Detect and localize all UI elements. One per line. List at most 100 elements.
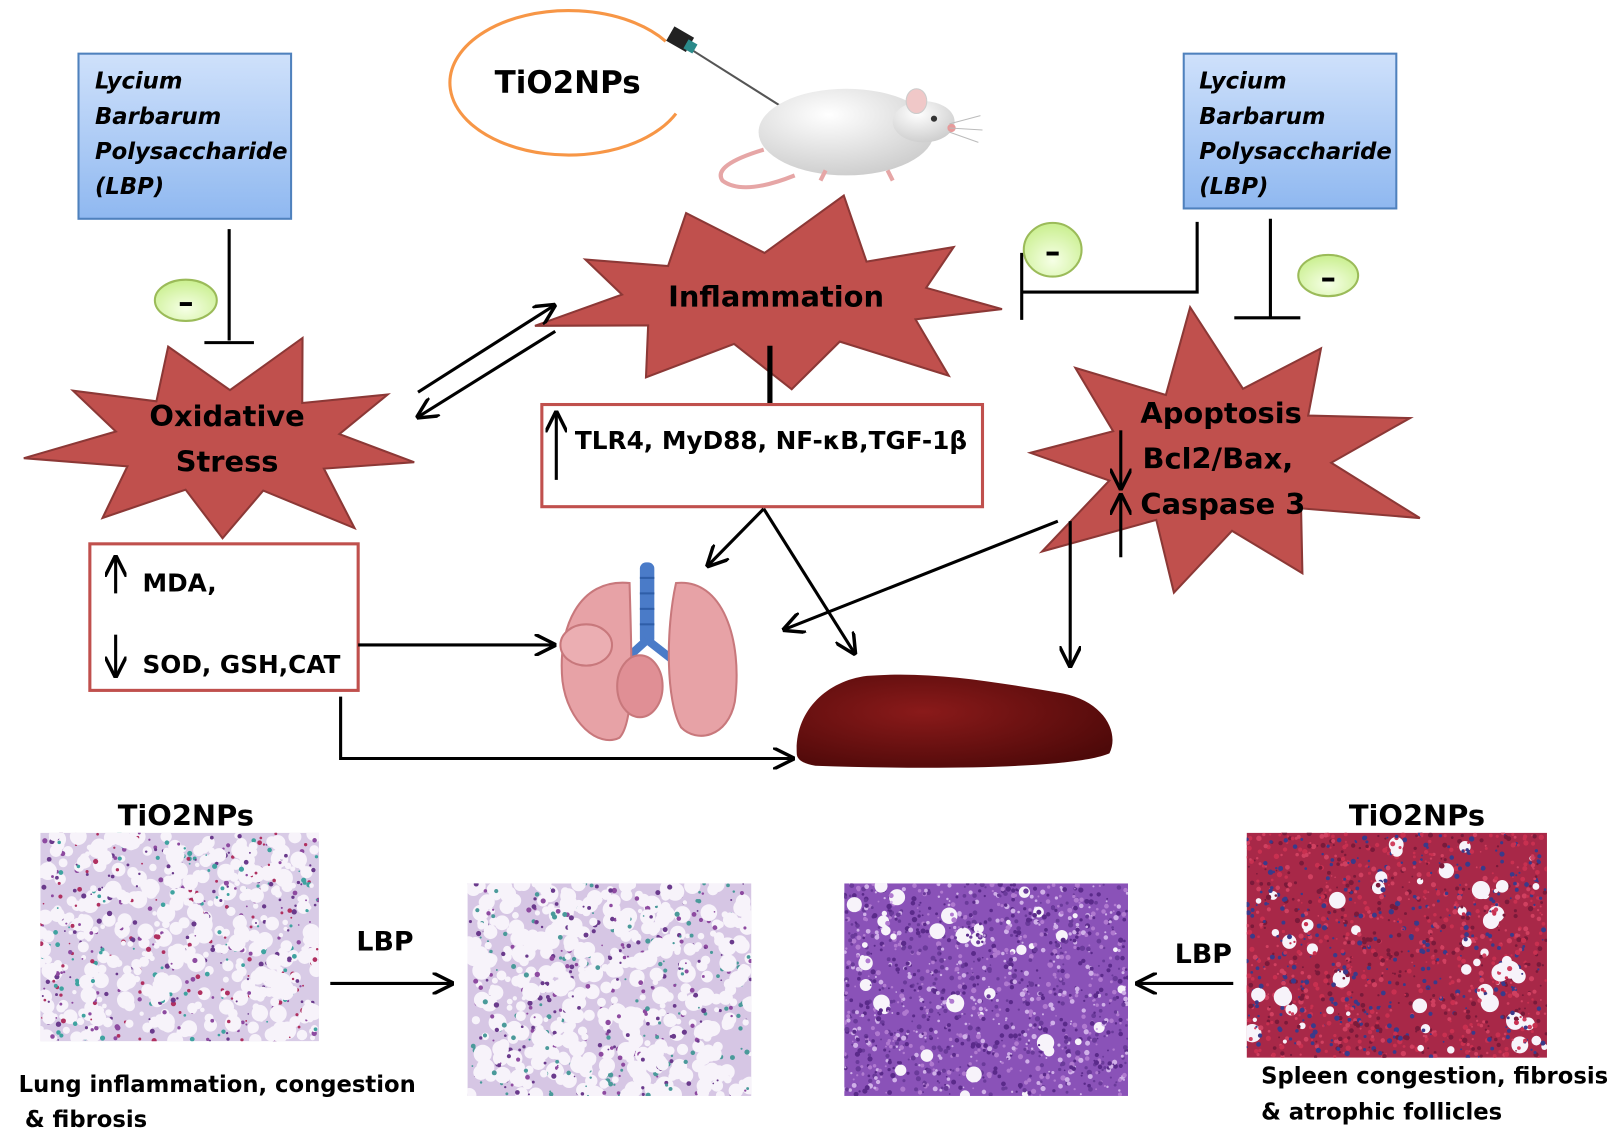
tissue-texture (1118, 1028, 1122, 1032)
tissue-texture (550, 1020, 565, 1035)
tissue-texture (1021, 1090, 1029, 1096)
tissue-texture (1443, 888, 1447, 891)
tissue-texture (1003, 959, 1007, 963)
tissue-texture (313, 935, 319, 945)
tissue-texture (1300, 970, 1305, 975)
tissue-texture (528, 1038, 531, 1041)
tissue-texture (1408, 881, 1411, 884)
tissue-texture (1404, 993, 1407, 996)
tissue-texture (1480, 934, 1485, 939)
tissue-texture (511, 944, 530, 963)
tissue-texture (1283, 838, 1288, 843)
tissue-texture (730, 1014, 733, 1018)
tissue-texture (1404, 970, 1407, 973)
tissue-texture (1026, 1050, 1031, 1055)
tissue-texture (1051, 883, 1056, 887)
tissue-texture (110, 874, 115, 879)
tissue-texture (1023, 907, 1027, 911)
tissue-texture (1090, 951, 1093, 955)
tissue-texture (697, 932, 705, 940)
tissue-texture (1386, 948, 1391, 953)
tissue-texture (90, 959, 95, 964)
tissue-texture (1335, 961, 1342, 968)
tissue-texture (506, 1054, 511, 1059)
tissue-texture (1397, 1001, 1400, 1004)
tissue-texture (905, 961, 910, 966)
tissue-texture (1463, 1009, 1467, 1013)
tissue-texture (1088, 1031, 1092, 1035)
tissue-texture (245, 1023, 248, 1026)
tissue-texture (1294, 908, 1299, 913)
tissue-texture (1377, 994, 1380, 997)
tissue-texture (1273, 853, 1280, 860)
tissue-texture (222, 960, 234, 972)
tissue-texture (555, 1059, 559, 1064)
tissue-texture (1252, 954, 1258, 960)
tissue-texture (1073, 897, 1079, 903)
tissue-texture (1411, 875, 1414, 878)
tissue-texture (1431, 940, 1437, 946)
tissue-texture (1479, 838, 1484, 843)
tissue-texture (876, 933, 880, 937)
tissue-texture (491, 914, 496, 919)
tissue-texture (1029, 894, 1034, 899)
tissue-texture (948, 1037, 953, 1042)
tissue-texture (210, 947, 216, 953)
tissue-texture (1534, 875, 1538, 879)
tissue-texture (1449, 855, 1455, 860)
tissue-texture (245, 905, 248, 908)
tissue-texture (1543, 888, 1547, 891)
tissue-texture (245, 873, 248, 877)
tissue-texture (1443, 1011, 1448, 1015)
tissue-texture (1060, 1001, 1065, 1006)
tissue-texture (492, 908, 495, 911)
tissue-texture (1439, 916, 1442, 919)
tissue-texture (748, 977, 752, 982)
tissue-texture (1424, 897, 1427, 900)
tissue-texture (924, 1036, 927, 1039)
tissue-texture (1052, 948, 1058, 955)
tissue-texture (230, 858, 242, 870)
oxidative-stress-label: Oxidative (149, 399, 304, 433)
tissue-texture (878, 1008, 883, 1013)
tissue-texture (102, 1017, 113, 1028)
tissue-texture (654, 905, 658, 909)
tissue-texture (1025, 1059, 1030, 1064)
tissue-texture (1450, 999, 1456, 1006)
tissue-texture (1012, 1033, 1018, 1039)
tissue-texture (1053, 924, 1059, 930)
tissue-texture (160, 902, 166, 907)
tissue-texture (937, 951, 942, 956)
tissue-texture (187, 1002, 198, 1014)
tissue-texture (970, 1055, 973, 1058)
tissue-texture (973, 923, 984, 934)
tissue-texture (916, 982, 919, 985)
tissue-texture (945, 967, 949, 971)
tissue-texture (640, 909, 656, 925)
tissue-texture (226, 1037, 230, 1041)
tissue-texture (1093, 993, 1099, 999)
tissue-texture (170, 890, 175, 895)
tissue-texture (923, 1084, 926, 1088)
tissue-texture (1295, 962, 1297, 965)
tissue-texture (539, 1003, 543, 1007)
tissue-texture (662, 960, 665, 963)
tissue-texture (923, 1006, 926, 1009)
tissue-texture (1355, 886, 1360, 891)
tissue-texture (251, 838, 256, 843)
tissue-texture (1471, 1047, 1475, 1051)
tissue-texture (720, 954, 723, 956)
tissue-texture (1402, 928, 1405, 931)
tissue-texture (970, 1014, 974, 1017)
tissue-texture (909, 910, 915, 916)
tissue-texture (992, 1018, 995, 1021)
tissue-texture (1274, 1019, 1280, 1025)
tissue-texture (177, 842, 181, 846)
tissue-texture (145, 946, 152, 952)
tissue-texture (240, 1020, 245, 1025)
tissue-texture (160, 832, 172, 843)
tissue-texture (40, 909, 53, 925)
tissue-texture (915, 930, 921, 936)
tissue-texture (1101, 1002, 1106, 1007)
tissue-texture (862, 912, 867, 917)
